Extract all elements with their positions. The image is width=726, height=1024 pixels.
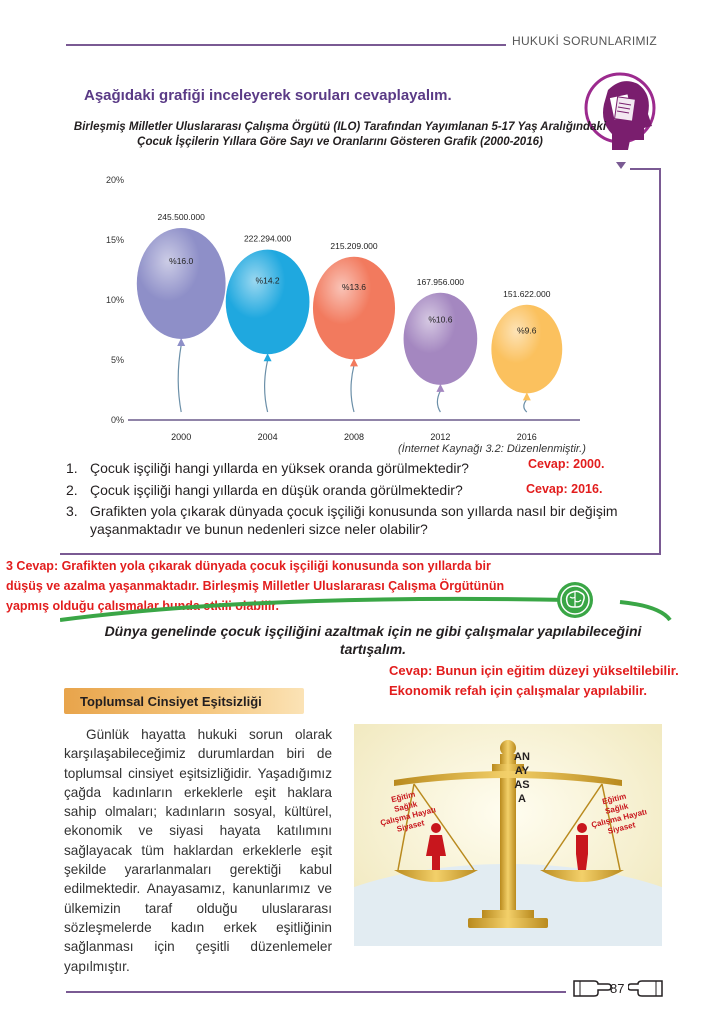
head-documents-icon — [584, 72, 656, 150]
answer-2: Cevap: 2016. — [526, 482, 603, 496]
balloon-highlight — [312, 256, 396, 360]
question-number: 2. — [66, 482, 78, 498]
count-label: 215.209.000 — [330, 241, 378, 251]
page-number: 87 — [610, 981, 625, 996]
pointing-hand-icon — [628, 980, 663, 997]
topic-heading: Toplumsal Cinsiyet Eşitsizliği — [80, 694, 262, 709]
section-title: HUKUKİ SORUNLARIMIZ — [512, 34, 658, 48]
balloon-chart: 0% 5% 10% 15% 20% %16.0 245.500.000 2000 %14.2 22… — [106, 175, 580, 442]
topic-heading-bar — [64, 688, 304, 714]
topic-paragraph: Günlük hayatta hukuki sorun olarak karşı… — [64, 725, 332, 976]
discussion-swoosh — [60, 596, 672, 622]
count-label: 167.956.000 — [417, 277, 465, 287]
frame-pointer — [616, 162, 626, 169]
question-text: Çocuk işçiliği hangi yıllarda en yüksek … — [90, 460, 469, 476]
frame-border-bottom — [60, 553, 661, 555]
question-3: 3. Grafikten yola çıkarak dünyada çocuk i… — [66, 502, 646, 538]
balloon-knot — [350, 358, 358, 367]
balloon-string — [523, 399, 528, 413]
balloon-highlight — [403, 292, 478, 385]
data-label: %9.6 — [517, 326, 537, 336]
balloon-string — [436, 390, 441, 413]
pointing-hand-icon — [573, 980, 612, 997]
answer-1: Cevap: 2000. — [528, 457, 605, 471]
answer-4-line2: Ekonomik refah için çalışmalar yapılabil… — [389, 683, 647, 698]
y-tick-label: 0% — [111, 415, 124, 425]
question-1: 1. Çocuk işçiliği hangi yıllarda en yükse… — [66, 459, 469, 477]
balloon-knot — [522, 392, 531, 401]
chart-title: Birleşmiş Milletler Uluslararası Çalışma… — [73, 121, 607, 148]
y-tick-label: 10% — [106, 295, 124, 305]
question-text-line1: Grafikten yola çıkarak dünyada çocuk işç… — [90, 503, 618, 519]
balloon-knot — [436, 383, 445, 392]
balloon-highlight — [225, 249, 310, 355]
count-label: 151.622.000 — [503, 289, 551, 299]
frame-border-top — [630, 168, 660, 170]
answer-3: 3 Cevap: Grafikten yola çıkarak dünyada … — [6, 559, 505, 613]
balloon-string — [177, 344, 182, 413]
balloon-highlight — [491, 304, 563, 394]
data-label: %16.0 — [169, 256, 193, 266]
x-tick-label: 2008 — [344, 432, 364, 442]
discussion-prompt: Dünya genelinde çocuk işçiliğini azaltma… — [104, 623, 642, 657]
y-tick-label: 5% — [111, 355, 124, 365]
pillar-label: ANAYASA — [514, 751, 530, 805]
balloon-highlight — [136, 228, 226, 339]
justice-scale-illustration — [354, 724, 662, 946]
question-2: 2. Çocuk işçiliği hangi yıllarda en düşük… — [66, 481, 463, 499]
count-label: 245.500.000 — [158, 212, 206, 222]
question-text: Çocuk işçiliği hangi yıllarda en düşük o… — [90, 482, 463, 498]
answer-4-line1: Cevap: Bunun için eğitim düzeyi yükselti… — [389, 663, 679, 678]
brain-icon — [557, 582, 593, 618]
answer-4: Cevap: Bunun için eğitim düzeyi yükselti… — [389, 661, 719, 701]
y-tick-label: 15% — [106, 235, 124, 245]
y-tick-label: 20% — [106, 175, 124, 185]
balloon-knot — [263, 353, 272, 362]
data-label: %14.2 — [256, 276, 280, 286]
header-rule — [66, 44, 506, 46]
topic-paragraph-text: Günlük hayatta hukuki sorun olarak karşı… — [64, 727, 332, 974]
count-label: 222.294.000 — [244, 234, 292, 244]
balloon-string — [264, 360, 269, 413]
x-tick-label: 2004 — [258, 432, 278, 442]
x-tick-label: 2012 — [430, 432, 450, 442]
x-tick-label: 2016 — [517, 432, 537, 442]
data-label: %10.6 — [428, 315, 452, 325]
question-number: 1. — [66, 460, 78, 476]
balloon-string — [350, 365, 355, 413]
footer-rule — [66, 991, 566, 993]
question-text-line2: yaşanmaktadır ve bunun nedenleri sizce n… — [90, 521, 428, 537]
frame-border-right — [659, 168, 661, 555]
chart-source: (İnternet Kaynağı 3.2: Düzenlenmiştir.) — [398, 443, 586, 455]
activity-instruction: Aşağıdaki grafiği inceleyerek soruları c… — [84, 87, 452, 104]
data-label: %13.6 — [342, 282, 366, 292]
question-number: 3. — [66, 503, 78, 519]
balloon-knot — [177, 338, 186, 346]
x-tick-label: 2000 — [171, 432, 191, 442]
